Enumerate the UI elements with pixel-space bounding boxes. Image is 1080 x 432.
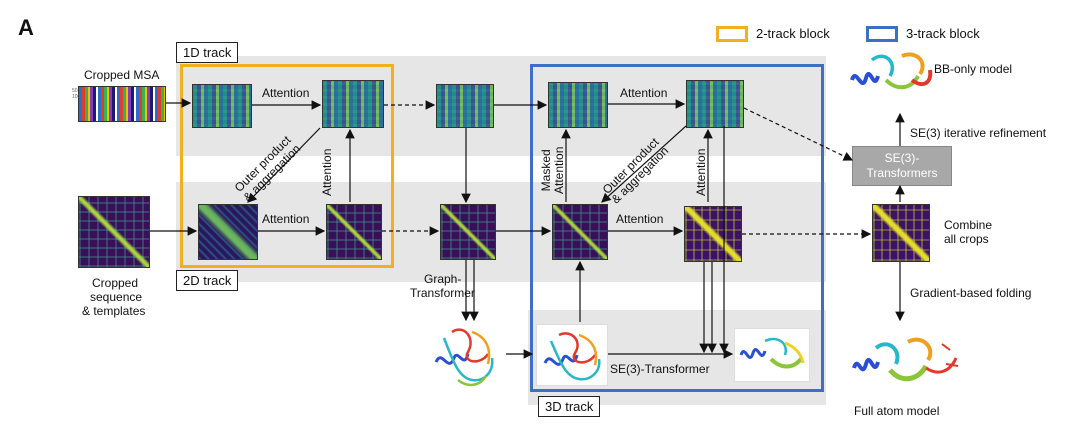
op-masked-line2: Attention: [552, 146, 566, 194]
legend-2track-swatch: [716, 26, 748, 42]
legend-3track-label: 3-track block: [906, 26, 980, 41]
op-attention-1d-b: Attention: [620, 86, 668, 100]
mat-2d-3: [440, 204, 496, 260]
two-track-block-outline: [180, 64, 394, 268]
out-combine-line1: Combine: [944, 218, 993, 232]
protein-3d-input-svg: [543, 332, 601, 381]
protein-graph-output: [434, 328, 494, 387]
out-full-atom: Full atom model: [854, 404, 940, 418]
mat-2d-2: [326, 204, 382, 260]
mat-1d-4: [548, 82, 608, 128]
input-seq-line1: Cropped: [92, 276, 139, 290]
se3-box-line2: Transformers: [866, 166, 938, 180]
track-label-1d: 1D track: [176, 42, 239, 63]
out-bb-only: BB-only model: [934, 62, 1013, 76]
legend-3track-swatch: [866, 26, 898, 42]
out-iterative-refinement: SE(3) iterative refinement: [910, 126, 1047, 140]
op-attention-2d-b: Attention: [616, 212, 664, 226]
op-se3-transformer: SE(3)-Transformer: [610, 362, 710, 376]
mat-1d-5: [686, 80, 744, 128]
op-attention-vertical-b: Attention: [694, 148, 708, 196]
input-seq-line2: sequence: [90, 290, 143, 304]
protein-full-atom: [852, 337, 959, 382]
protein-3d-output-svg: [739, 337, 805, 369]
input-msa-label: Cropped MSA: [84, 68, 160, 82]
mat-2d-4: [552, 204, 608, 260]
op-graph-transformer-line2: Transformer: [410, 286, 475, 300]
mat-1d-2: [322, 80, 384, 128]
template-image: [78, 196, 150, 268]
op-attention-2d-a: Attention: [262, 212, 310, 226]
mat-combined: [872, 204, 930, 262]
protein-3d-output: [734, 328, 810, 382]
mat-2d-1: [198, 204, 258, 260]
protein-bb-only: [850, 52, 933, 90]
mat-2d-5: [684, 206, 742, 262]
op-graph-transformer-line1: Graph-: [424, 272, 462, 286]
track-label-2d: 2D track: [176, 270, 239, 291]
panel-letter: A: [18, 15, 34, 40]
op-attention-1d-a: Attention: [262, 86, 310, 100]
legend-2track-label: 2-track block: [756, 26, 830, 41]
input-seq-line3: & templates: [82, 304, 146, 318]
mat-1d-1: [192, 84, 252, 128]
track-label-3d: 3D track: [538, 396, 601, 417]
se3-box-line1: SE(3)-: [884, 151, 920, 165]
out-gradient-folding: Gradient-based folding: [910, 286, 1032, 300]
msa-image: [78, 86, 166, 122]
op-masked-attention: Masked Attention: [539, 146, 566, 194]
protein-3d-input: [536, 324, 608, 386]
op-attention-vertical-a: Attention: [320, 148, 334, 196]
se3-transformers-box: SE(3)- Transformers: [852, 146, 952, 186]
out-combine-line2: all crops: [944, 232, 989, 246]
mat-1d-3: [436, 84, 494, 128]
three-track-block-outline: [530, 64, 824, 392]
